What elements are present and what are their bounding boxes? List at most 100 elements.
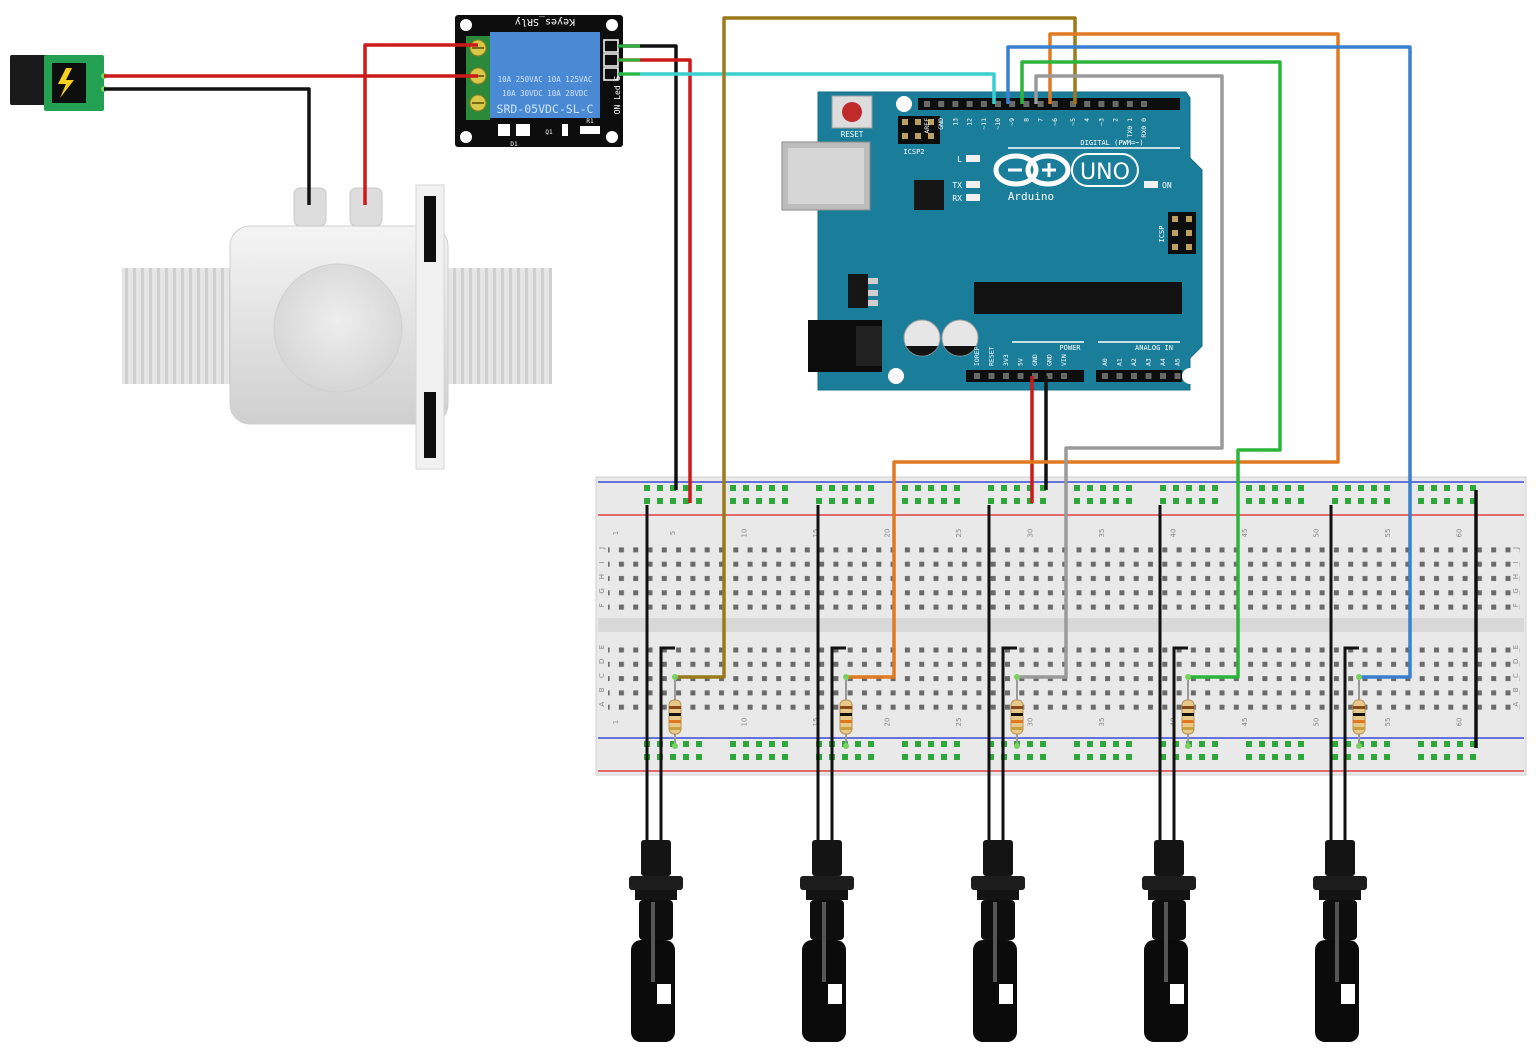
row-letter: E [1512,645,1520,649]
rail-hole [730,741,736,747]
rail-hole [816,498,822,504]
column-number: 35 [1098,718,1106,727]
rail-hole [1001,485,1007,491]
power-pin-holes [974,373,1181,379]
analog-header [1096,370,1182,382]
rail-hole [1074,485,1080,491]
rail-hole [1212,498,1218,504]
rail-hole [988,498,994,504]
rail-hole [1384,741,1390,747]
rail-hole [1470,754,1476,760]
rail-hole [915,754,921,760]
rail-hole [1246,498,1252,504]
digital-pin-hole [1098,101,1105,107]
column-number: 50 [1313,529,1321,538]
rail-hole [1332,485,1338,491]
digital-pin-hole [1023,101,1030,107]
rail-hole [1040,754,1046,760]
power-pin-hole [974,373,980,379]
rail-hole [1126,741,1132,747]
rail-hole [954,741,960,747]
analog-pin-label: A1 [1116,358,1124,366]
rail-hole [683,498,689,504]
analog-pin-hole [1131,373,1137,379]
rail-hole [988,754,994,760]
rail-hole [1345,485,1351,491]
relay-rating-1: 10A 250VAC 10A 125VAC [498,75,593,84]
rail-hole [1246,485,1252,491]
digital-pin-label: GND [937,118,945,130]
wire-blue-sensor-5 [1006,45,1412,679]
rail-hole [1212,485,1218,491]
digital-pin-label: 4 [1083,118,1091,122]
rail-hole [1040,498,1046,504]
row-letter: G [1512,588,1520,593]
column-number: 30 [1027,529,1035,538]
rail-hole [743,485,749,491]
rail-hole [1345,754,1351,760]
float-sensor [1313,505,1367,1042]
rail-hole [954,754,960,760]
column-number: 20 [884,529,892,538]
rail-hole [915,485,921,491]
valve-thread-right [442,268,552,384]
rail-hole [1014,754,1020,760]
row-letter: G [598,588,606,593]
row-letter: I [598,561,606,563]
float-sensors [629,505,1367,1042]
row-letter: J [598,547,606,550]
uno-badge [1071,153,1139,187]
icsp-label: ICSP [1158,226,1166,243]
rail-hole [769,498,775,504]
rail-hole [1027,754,1033,760]
rail-hole [868,741,874,747]
rail-hole [1126,754,1132,760]
wire-relay-signal [618,72,996,104]
rail-hole [902,754,908,760]
rail-hole [1371,485,1377,491]
rail-hole [1444,498,1450,504]
column-number: 45 [1241,529,1249,538]
digital-pin-label: AREF [923,118,931,134]
sensor-lead-signal [1172,646,1188,848]
rail-hole [902,498,908,504]
power-pin-label: IOREF [973,346,981,366]
analog-pin-label: A3 [1145,358,1153,366]
relay-transistor-label: Q1 [545,129,553,136]
relay-brand: Keyes_SRly [515,16,575,27]
rail-hole [928,485,934,491]
power-pin-label: VIN [1060,354,1068,366]
rail-hole [1418,741,1424,747]
rail-hole [644,485,650,491]
rail-hole [1285,498,1291,504]
reset-label: RESET [841,130,864,139]
reset-button-cap[interactable] [842,102,862,122]
column-number: 15 [812,718,820,727]
float-sensor [1142,505,1196,1042]
digital-pin-hole [1009,101,1016,107]
rail-hole [1040,485,1046,491]
rail-hole [1332,741,1338,747]
rail-hole [1001,498,1007,504]
digital-pin-label: 2 [1112,118,1120,122]
rail-hole [1126,498,1132,504]
rail-hole [988,485,994,491]
wires [104,16,1478,748]
sensor-lead-signal [1343,646,1359,848]
rail-hole [915,741,921,747]
rail-hole [1444,485,1450,491]
rail-hole [855,485,861,491]
column-number: 10 [741,529,749,538]
icsp2-label: ICSP2 [903,148,924,156]
column-number: 50 [1313,718,1321,727]
rail-hole [730,754,736,760]
rail-hole [1173,485,1179,491]
sensor-lead-signal [830,646,846,848]
rail-hole [1173,754,1179,760]
rail-hole [954,498,960,504]
rail-hole [1113,741,1119,747]
rail-hole [868,498,874,504]
digital-pin-hole [980,101,987,107]
row-letter: B [598,687,606,692]
